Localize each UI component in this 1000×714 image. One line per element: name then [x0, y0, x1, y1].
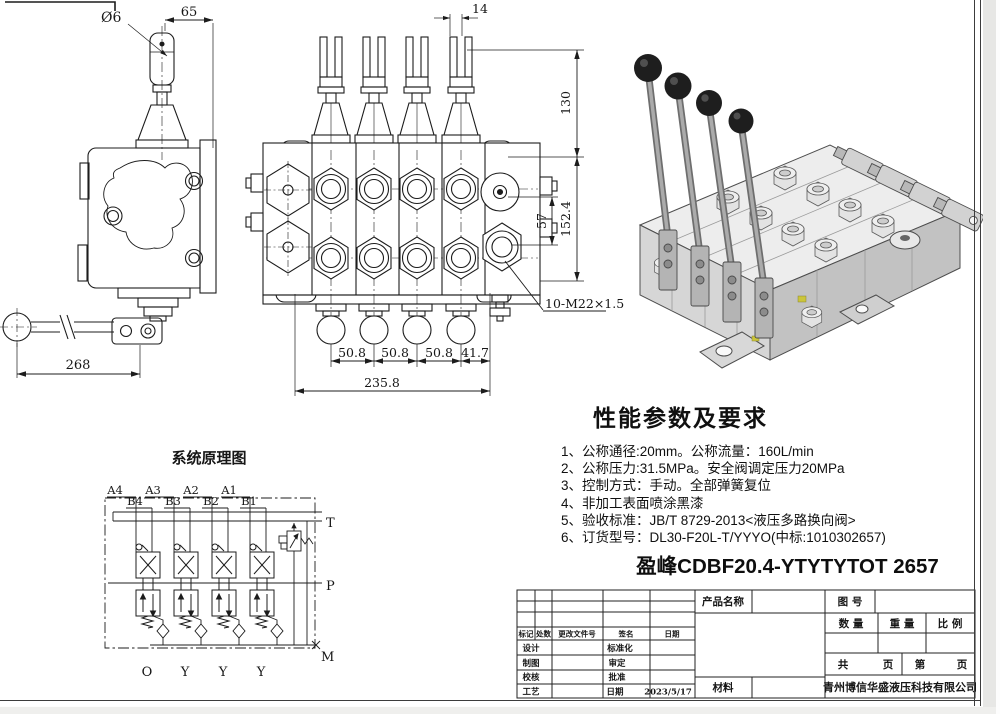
dim-14: 14 [472, 1, 488, 16]
tb-weight: 重 量 [890, 617, 915, 630]
port-y3: Y [256, 665, 266, 680]
tb-total-r: 页 [883, 659, 894, 671]
tb-rev-mark: 标记 [518, 629, 534, 639]
specs-list: 1、公称通径:20mm。公称流量：160L/min 2、公称压力:31.5MPa… [561, 443, 973, 546]
frame-right-inner [974, 0, 975, 706]
lever-balls [634, 54, 754, 134]
title-block: 产品名称 图 号 数 量 重 量 比 例 共 页 第 页 材料 青州博信华盛液压… [516, 589, 977, 699]
tb-date: 日期 [606, 687, 624, 698]
tb-review: 审定 [608, 658, 626, 669]
port-y2: Y [218, 665, 228, 680]
dim-152: 152.4 [558, 201, 573, 237]
iso-3d-view [634, 54, 985, 369]
tb-page-r: 页 [957, 659, 968, 671]
right-margin [983, 0, 996, 714]
port-a4: A4 [106, 483, 123, 497]
dim-65: 65 [181, 5, 198, 20]
tb-scale: 比 例 [938, 617, 963, 630]
tb-page-l: 第 [915, 658, 926, 671]
side-view-drawing: Ø6 65 268 [0, 1, 217, 378]
port-b4: B4 [127, 494, 143, 508]
tb-material: 材料 [712, 681, 734, 694]
frame-right-outer [980, 0, 981, 706]
port-b1: B1 [241, 494, 257, 508]
spec-item: 6、订货型号：DL30-F20L-T/YYYO(中标:1010302657) [561, 530, 886, 546]
dim-50-3: 50.8 [425, 345, 453, 360]
dim-50-2: 50.8 [381, 345, 409, 360]
dim-50-1: 50.8 [338, 345, 366, 360]
port-a3: A3 [144, 483, 161, 497]
tb-qty: 数 量 [838, 617, 864, 630]
hydraulic-schematic: 系统原理图 [104, 449, 335, 680]
tb-check: 校核 [522, 672, 540, 683]
tb-date-value: 2023/5/17 [644, 688, 692, 698]
tb-rev-date: 日期 [665, 629, 680, 639]
dim-268: 268 [66, 358, 91, 373]
right-edge [996, 0, 1000, 714]
tb-draft: 制图 [522, 658, 539, 669]
port-m: M [321, 650, 334, 665]
relief-valve [278, 523, 314, 645]
tb-design: 设计 [522, 643, 540, 654]
tb-process: 工艺 [522, 687, 540, 698]
frame-bottom [0, 700, 981, 701]
dim-57: 57 [534, 213, 549, 229]
tb-company: 青州博信华盛液压科技有限公司 [823, 680, 977, 694]
dim-diameter: Ø6 [101, 10, 121, 26]
tb-rev-doc: 更改文件号 [558, 629, 596, 639]
spec-item: 2、公称压力:31.5MPa。安全阀调定压力20MPa [561, 461, 845, 477]
specs-title: 性能参数及要求 [593, 405, 768, 431]
bottom-margin [0, 707, 996, 714]
spec-item: 1、公称通径:20mm。公称流量：160L/min [561, 444, 814, 459]
port-t: T [326, 516, 335, 531]
drawing-sheet: Ø6 65 268 [0, 0, 985, 706]
port-o: O [142, 665, 153, 680]
spec-item: 3、控制方式：手动。全部弹簧复位 [561, 478, 772, 494]
port-b2: B2 [203, 494, 219, 508]
thread-note: 10-M22×1.5 [545, 296, 624, 311]
tb-approve: 批准 [608, 672, 626, 683]
model-code: 盈峰CDBF20.4-YTYTYTOT 2657 [636, 555, 939, 578]
schematic-title: 系统原理图 [171, 449, 246, 467]
front-view-drawing: 14 130 152.4 57 50.8 50.8 50.8 41.7 235.… [245, 1, 624, 396]
spec-item: 5、验收标准：JB/T 8729-2013<液压多路换向阀> [561, 512, 856, 528]
tb-total-l: 共 [838, 658, 849, 671]
tb-standard: 标准化 [606, 643, 633, 654]
dim-235: 235.8 [364, 375, 400, 390]
port-a1: A1 [220, 483, 237, 497]
control-levers [634, 54, 774, 339]
port-y1: Y [180, 665, 190, 680]
dim-41: 41.7 [461, 345, 489, 360]
spec-item: 4、非加工表面喷涂黑漆 [561, 495, 704, 511]
dim-130: 130 [558, 91, 573, 115]
port-p: P [326, 579, 335, 594]
port-b3: B3 [165, 494, 181, 508]
port-a2: A2 [182, 483, 199, 497]
tb-rev-sign: 签名 [618, 629, 634, 639]
tb-drawing-no: 图 号 [838, 596, 863, 608]
tb-product-name: 产品名称 [702, 595, 744, 608]
tb-rev-count: 处数 [535, 629, 551, 639]
